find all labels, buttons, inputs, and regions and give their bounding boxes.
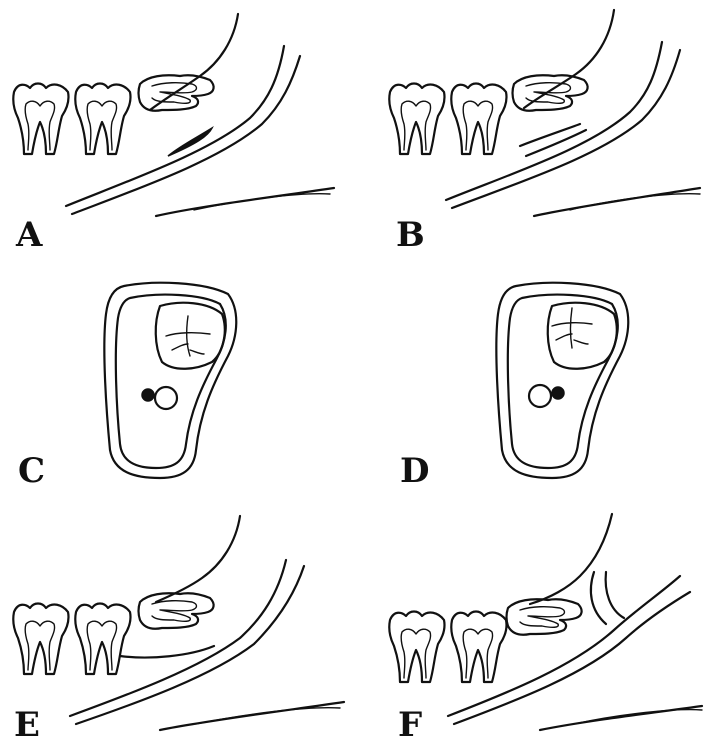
crown-fissure: [552, 308, 592, 348]
second-molar: [451, 612, 506, 683]
inferior-border: [534, 188, 700, 216]
panel-label-b: B: [396, 215, 425, 255]
crown-fissure: [166, 316, 210, 356]
canal-narrowing: [168, 128, 212, 156]
ramus-anterior-border: [156, 516, 240, 602]
panel-label-f: F: [398, 705, 422, 743]
nerve-loop: [591, 572, 624, 624]
panel-label-e: E: [14, 705, 40, 743]
impacted-third-molar: [139, 593, 214, 629]
mandibular-canal-upper: [66, 46, 284, 206]
impacted-third-molar: [507, 599, 582, 635]
mandible-cross-section: [104, 283, 236, 478]
mandibular-canal-upper: [448, 576, 680, 716]
first-molar: [389, 84, 444, 155]
first-molar: [13, 84, 68, 155]
second-molar: [451, 84, 506, 155]
panel-d: D: [400, 283, 628, 491]
panel-label-d: D: [400, 451, 429, 491]
panel-b: B: [389, 10, 700, 255]
panel-c: C: [18, 283, 236, 491]
mandibular-canal-section: [155, 387, 177, 409]
panel-label-c: C: [18, 451, 45, 491]
first-molar: [389, 612, 444, 683]
first-molar: [13, 604, 68, 675]
inferior-border: [160, 702, 344, 730]
inferior-border-inner: [196, 708, 340, 724]
panel-a: A: [13, 14, 334, 255]
second-molar: [75, 604, 130, 675]
ramus-anterior-border: [530, 514, 612, 604]
inferior-border-inner: [194, 194, 330, 210]
panel-f: F: [389, 514, 702, 743]
panel-e: E: [13, 516, 344, 743]
canal-deflection-upper: [520, 124, 580, 146]
mandibular-canal-section: [529, 385, 551, 407]
inferior-border-inner: [570, 194, 700, 210]
lingual-nerve-bundle: [552, 387, 564, 399]
mandible-cross-section: [496, 283, 628, 478]
mandibular-canal-upper: [70, 560, 286, 716]
lingual-nerve-bundle: [142, 389, 154, 401]
root-to-canal-contact: [120, 646, 214, 658]
inferior-border: [156, 188, 334, 216]
impacted-third-molar: [513, 75, 588, 111]
panel-label-a: A: [15, 215, 43, 255]
second-molar: [75, 84, 130, 155]
canal-deflection-lower: [526, 130, 586, 156]
